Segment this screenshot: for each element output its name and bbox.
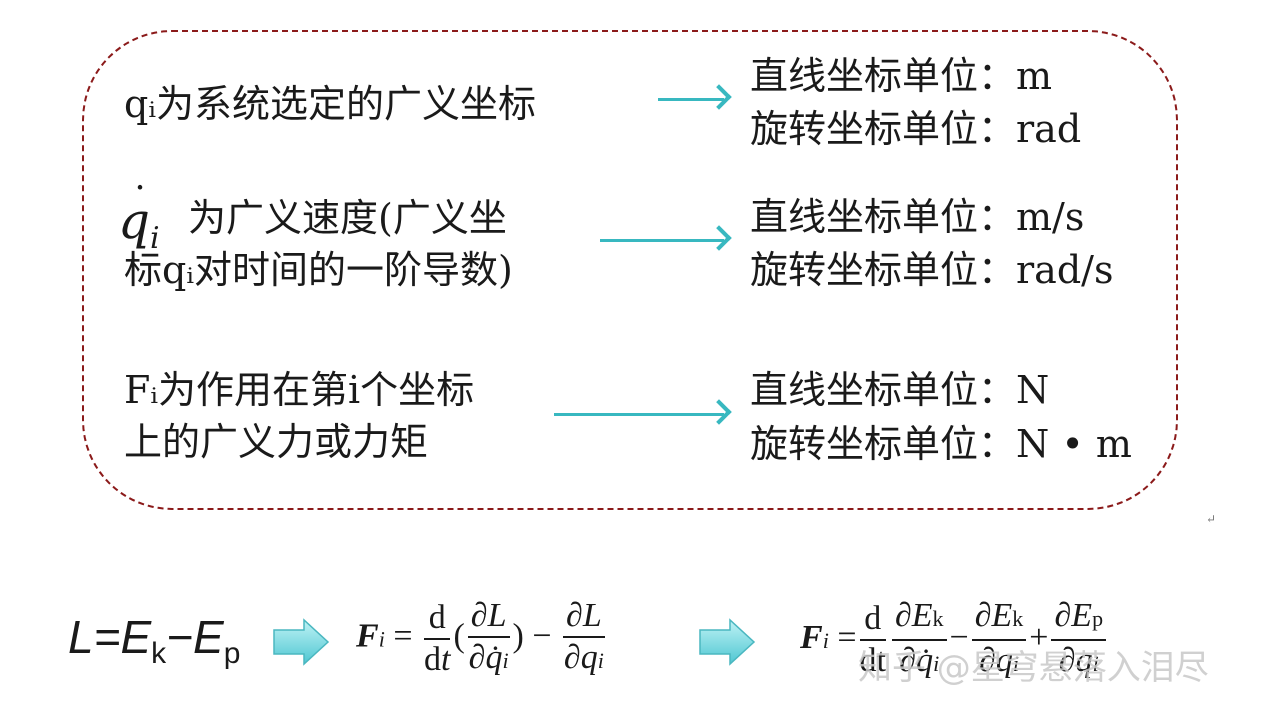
row1-right-line2: 旋转坐标单位：rad (750, 107, 1082, 151)
f2-k2: k (1012, 606, 1024, 631)
f2-dt-den: dt (859, 642, 886, 679)
f2-dq2: ∂q (1058, 642, 1093, 679)
row2-right-line2: 旋转坐标单位：rad/s (750, 248, 1114, 292)
f2-dq: ∂q (979, 642, 1013, 679)
row2-left-line2: 标qᵢ对时间的一阶导数) (124, 248, 513, 292)
f1-minus: − (532, 617, 552, 655)
f1-dL-dqdot: ∂L∂q̇i (467, 596, 510, 681)
content-frame (82, 30, 1178, 510)
row3-right-line1: 直线坐标单位：N (750, 368, 1050, 412)
arrow-row1-icon (658, 98, 724, 101)
f2-dEk-dqdot: ∂Ek∂q̇i (891, 596, 947, 684)
row1-left-line1: qᵢ为系统选定的广义坐标 (124, 82, 536, 126)
lagrangian-minus-E: −E (166, 611, 224, 663)
f1-d-num: d (424, 598, 451, 640)
block-arrow-1-icon (273, 618, 330, 666)
f1-dq-i: i (597, 648, 604, 673)
f2-F: F (800, 618, 823, 656)
f1-dqdot: ∂q̇ (468, 639, 503, 676)
q-letter: q (118, 192, 151, 250)
f2-dEk: ∂E (894, 597, 933, 634)
f2-dq-i: i (1012, 651, 1019, 676)
f2-dEp-num: ∂Ep (1051, 596, 1107, 641)
q-subscript: i (150, 221, 160, 256)
paragraph-return-mark: ↵ (1206, 512, 1217, 526)
f1-dqdot-den: ∂q̇i (468, 638, 510, 681)
lagrangian-L: L=E (68, 611, 152, 663)
f2-dEp: ∂E (1054, 597, 1093, 634)
f2-dq-den: ∂qi (972, 641, 1027, 684)
f2-dEk-num: ∂Ek (891, 596, 947, 641)
f2-dqdot-den: ∂q̇i (892, 641, 947, 684)
f1-dt-d: d (424, 640, 441, 678)
f1-dq-den: ∂qi (563, 638, 605, 681)
f2-i: i (822, 627, 829, 653)
f1-dL: ∂L (467, 596, 510, 638)
f2-minus: − (949, 618, 969, 656)
f1-dq: ∂q (563, 639, 598, 676)
watermark-text: 知乎 @星穹悬落入泪尽 (858, 648, 1209, 688)
arrow-row2-icon (600, 239, 724, 242)
arrow-row3-icon (554, 413, 724, 416)
row1-right-line1: 直线坐标单位：m (750, 54, 1053, 98)
row2-right-line1: 直线坐标单位：m/s (750, 195, 1085, 239)
f2-plus: + (1029, 618, 1049, 656)
f2-dqdot-i: i (933, 651, 940, 676)
f2-p: p (1092, 606, 1104, 631)
f2-dq2-den: ∂qi (1051, 641, 1106, 684)
f2-d-num: d (859, 599, 886, 641)
f1-dL-dq: ∂L∂qi (563, 596, 605, 681)
f2-eq: = (837, 618, 857, 656)
f2-dEk2: ∂E (974, 597, 1013, 634)
row3-left-line1: Fᵢ为作用在第i个坐标 (124, 368, 475, 412)
f1-dqdot-i: i (502, 648, 509, 673)
f1-F: F (356, 617, 379, 655)
dot-accent: ˙ (130, 180, 150, 226)
lagrangian-p-sub: p (223, 637, 241, 670)
lagrangian-k-sub: k (151, 637, 167, 670)
f1-dt-den: dt (424, 640, 450, 680)
row3-left-line2: 上的广义力或力矩 (124, 420, 429, 464)
block-arrow-2-icon (699, 618, 756, 666)
f2-dEp-dq: ∂Ep∂qi (1051, 596, 1107, 684)
f2-dq2-i: i (1092, 651, 1099, 676)
f2-dqdot: ∂q̇ (899, 642, 934, 679)
f1-open: ( (453, 617, 465, 655)
f2-dEk2-num: ∂Ek (971, 596, 1027, 641)
f1-eq: = (393, 617, 413, 655)
lagrangian-definition: L=Ek−Ep (68, 610, 240, 671)
row2-left-line1: 为广义速度(广义坐 (188, 196, 507, 240)
f2-k: k (932, 606, 944, 631)
f1-i: i (378, 626, 385, 652)
f1-dL2: ∂L (563, 596, 605, 638)
f1-close: ) (512, 617, 524, 655)
f1-dt-t: t (441, 640, 451, 678)
row3-right-line2: 旋转坐标单位：N • m (750, 422, 1132, 466)
q-dot-symbol: ˙qi (118, 180, 160, 264)
f2-dEk-dq: ∂Ek∂qi (971, 596, 1027, 684)
